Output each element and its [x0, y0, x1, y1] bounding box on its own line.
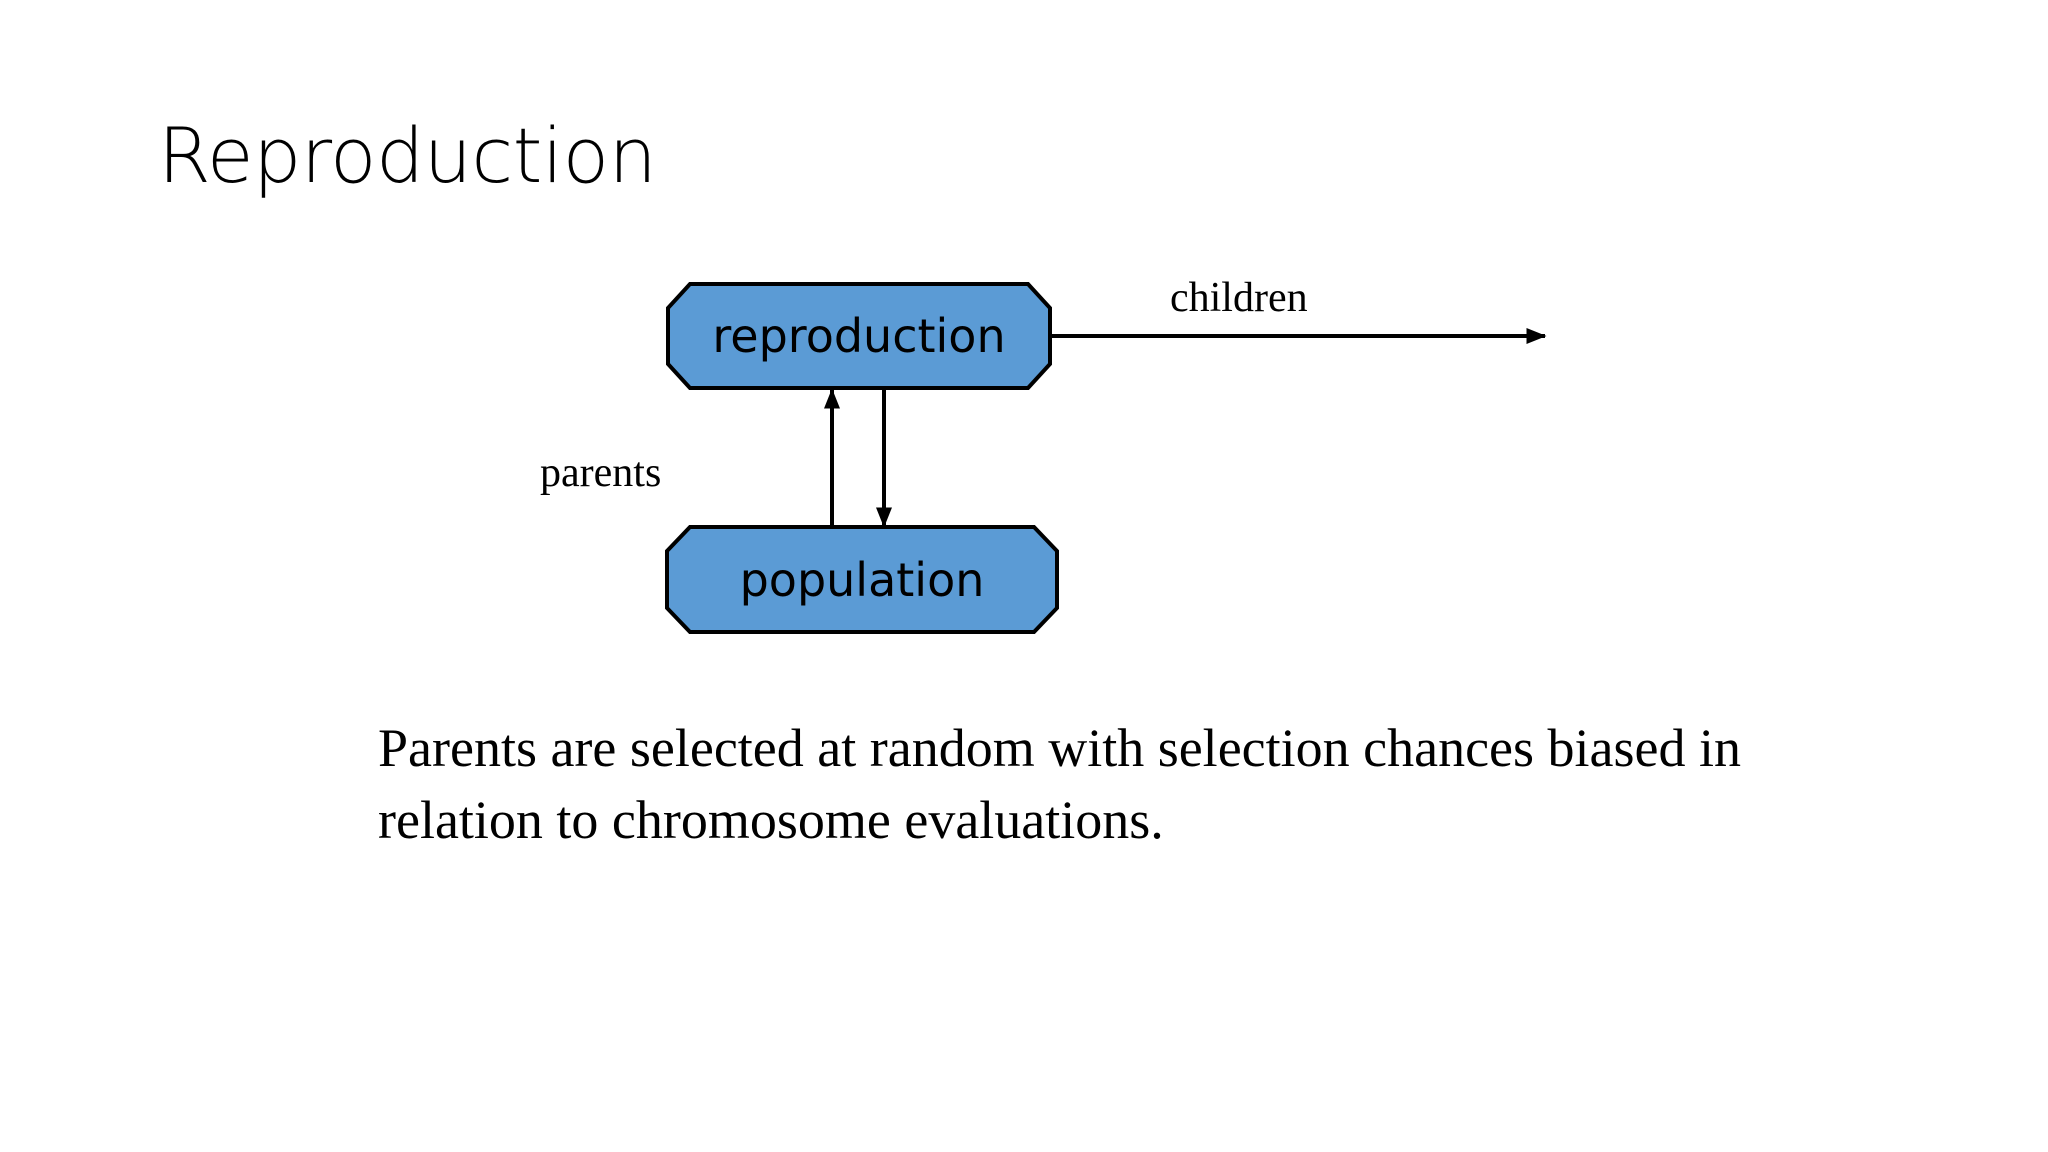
population-node-shape[interactable] [665, 525, 1059, 634]
node-population[interactable]: population [666, 526, 1058, 633]
node-reproduction[interactable]: reproduction [666, 283, 1052, 389]
page-title: Reproduction [158, 111, 657, 200]
edge-label-children: children [1170, 275, 1308, 321]
edge-label-parents: parents [540, 450, 662, 496]
node-population-label: population [739, 552, 985, 607]
body-paragraph: Parents are selected at random with sele… [378, 718, 1741, 850]
reproduction-node-shape[interactable] [666, 282, 1052, 390]
node-reproduction-label: reproduction [712, 309, 1006, 363]
